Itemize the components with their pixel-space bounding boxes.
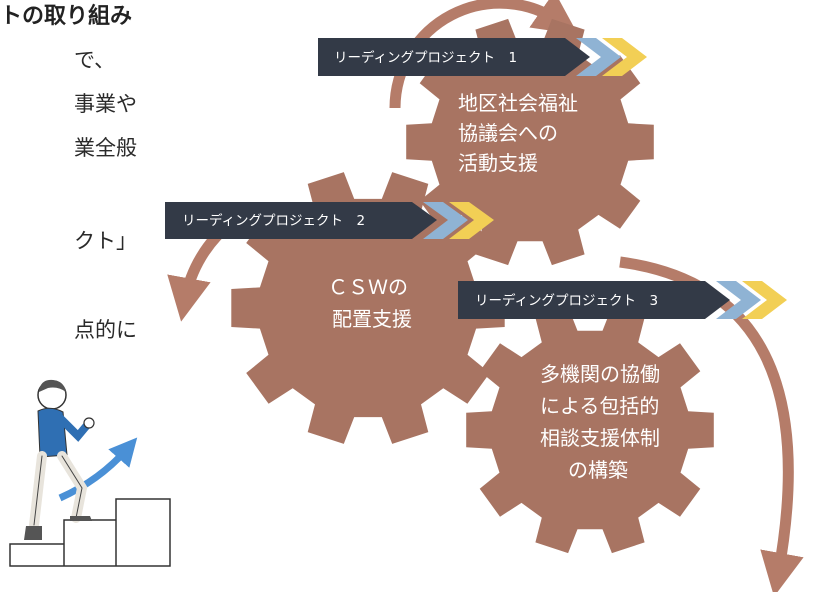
section-heading: トの取り組み bbox=[0, 4, 133, 29]
person-hand bbox=[83, 417, 95, 429]
gear-1-text-line-1: 地区社会福祉 bbox=[458, 91, 578, 115]
gear-3-text-line-1: 多機関の協働 bbox=[540, 362, 660, 386]
gear-project-3 bbox=[466, 306, 714, 554]
rising-arrow-icon bbox=[58, 437, 138, 502]
person-shoes bbox=[24, 516, 92, 540]
person-arm bbox=[56, 414, 92, 442]
gear-1-text-line-3: 活動支援 bbox=[458, 151, 538, 175]
body-text-line-4: クト」 bbox=[74, 229, 137, 253]
person-hair bbox=[39, 379, 66, 392]
cycle-arrow-3 bbox=[619, 256, 804, 592]
body-text-line-2: 事業や bbox=[74, 92, 137, 116]
gear-3-text-line-4: の構築 bbox=[568, 458, 628, 482]
banner-project-1: リーディングプロジェクト 1 bbox=[318, 38, 647, 76]
body-text-line-1: で、 bbox=[74, 48, 116, 72]
banner-project-3: リーディングプロジェクト 3 bbox=[458, 281, 787, 319]
gear-3-text-line-3: 相談支援体制 bbox=[540, 426, 660, 450]
cycle-arrow-1 bbox=[389, 0, 579, 109]
person-legs-outline bbox=[33, 455, 83, 526]
banner-3-label: リーディングプロジェクト 3 bbox=[475, 292, 658, 309]
gear-project-2 bbox=[231, 172, 505, 444]
body-text-line-5: 点的に bbox=[74, 318, 137, 342]
banner-2-label: リーディングプロジェクト 2 bbox=[182, 212, 365, 229]
gear-2-text-line-2: 配置支援 bbox=[332, 307, 412, 331]
banner-project-2: リーディングプロジェクト 2 bbox=[165, 202, 494, 239]
gear-2-text-line-1: ＣＳＷの bbox=[328, 275, 408, 299]
stairs-icon bbox=[9, 498, 171, 567]
person-climbing-stairs-illustration bbox=[9, 379, 171, 567]
banner-1-label: リーディングプロジェクト 1 bbox=[334, 49, 517, 66]
gear-3-text-line-2: による包括的 bbox=[540, 394, 659, 418]
body-text-line-3: 業全般 bbox=[74, 136, 137, 160]
gear-1-text-line-2: 協議会への bbox=[458, 121, 558, 145]
